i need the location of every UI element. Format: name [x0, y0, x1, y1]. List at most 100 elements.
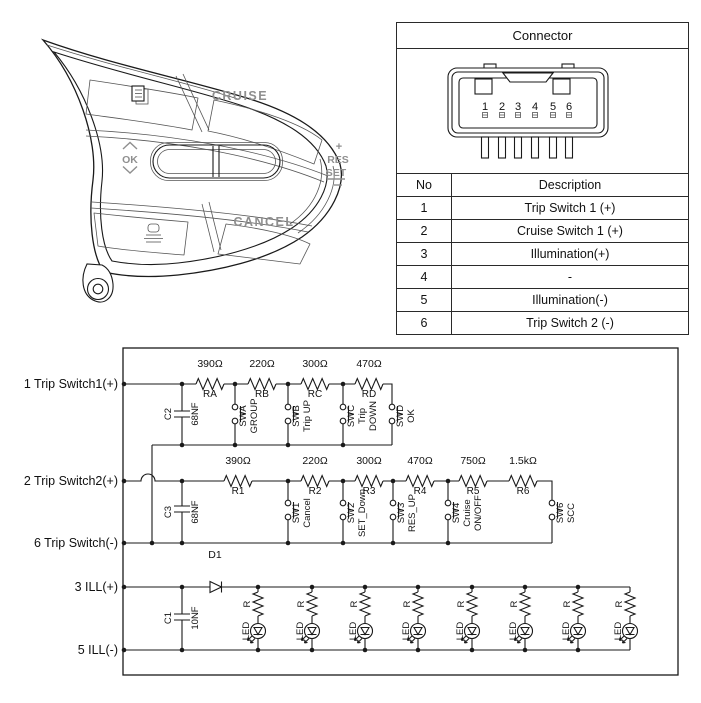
svg-text:220Ω: 220Ω	[249, 358, 275, 370]
svg-text:LED: LED	[561, 622, 572, 641]
svg-text:R: R	[402, 600, 413, 607]
divider-bottom	[201, 201, 222, 253]
svg-text:SWB: SWB	[291, 405, 302, 427]
pin-number: 5	[550, 101, 556, 113]
band-separators	[85, 129, 329, 233]
svg-text:1.5kΩ: 1.5kΩ	[509, 455, 537, 467]
svg-text:SW6: SW6	[555, 503, 566, 524]
svg-text:C2: C2	[163, 408, 174, 420]
pin-number: 4	[532, 101, 538, 113]
svg-text:LED: LED	[401, 622, 412, 641]
svg-text:OK: OK	[406, 408, 417, 422]
svg-text:SET_Down: SET_Down	[357, 489, 368, 537]
svg-text:R4: R4	[414, 486, 427, 497]
svg-text:R: R	[456, 600, 467, 607]
svg-text:DOWN: DOWN	[368, 401, 379, 431]
net-label-ill-neg: 5 ILL(-)	[78, 643, 118, 657]
svg-text:390Ω: 390Ω	[197, 358, 223, 370]
svg-text:Cancel: Cancel	[302, 498, 313, 528]
table-row-desc: Trip Switch 1 (+)	[452, 197, 688, 220]
svg-text:LED: LED	[613, 622, 624, 641]
svg-text:LED: LED	[508, 622, 519, 641]
table-row-no: 5	[397, 289, 452, 312]
pin-number: 1	[482, 101, 488, 113]
svg-text:RC: RC	[308, 389, 322, 400]
menu-icon	[131, 85, 149, 105]
pin-numbers: 1 2 3 4 5 6	[482, 101, 572, 113]
row2-wiring	[121, 473, 563, 546]
diode-label: D1	[208, 549, 222, 561]
res-label: RES	[327, 154, 349, 166]
capacitor-c1	[174, 613, 190, 621]
table-row-desc: Trip Switch 2 (-)	[526, 316, 614, 330]
svg-text:Trip: Trip	[357, 408, 368, 424]
svg-text:R: R	[296, 600, 307, 607]
svg-text:R1: R1	[232, 486, 245, 497]
svg-text:750Ω: 750Ω	[460, 455, 486, 467]
connector-housing	[447, 63, 609, 138]
svg-text:C1: C1	[163, 612, 174, 624]
menu-button[interactable]	[85, 79, 199, 131]
pin-table: No Description 1 Trip Switch 1 (+) 2 Cru…	[397, 174, 688, 334]
svg-text:SWC: SWC	[346, 405, 357, 427]
svg-text:RES_UP: RES_UP	[407, 494, 418, 532]
svg-text:390Ω: 390Ω	[225, 455, 251, 467]
pin-number: 6	[566, 101, 572, 113]
pin-holes	[482, 112, 572, 118]
wing-outline	[40, 38, 342, 278]
divider-top	[175, 73, 210, 133]
svg-text:LED: LED	[455, 622, 466, 641]
ok-label: OK	[122, 154, 138, 166]
col-header-no: No	[397, 174, 452, 197]
diode-d1	[209, 580, 223, 594]
circuit-box	[122, 347, 679, 676]
svg-text:68NF: 68NF	[190, 500, 201, 523]
svg-text:R: R	[349, 600, 360, 607]
svg-text:R6: R6	[517, 486, 530, 497]
svg-text:220Ω: 220Ω	[302, 455, 328, 467]
table-row-no: 1	[397, 197, 452, 220]
svg-text:LED: LED	[241, 622, 252, 641]
connector-panel: Connector 1 2 3 4 5 6	[396, 22, 689, 335]
svg-text:SW3: SW3	[396, 503, 407, 524]
svg-text:GROUP: GROUP	[249, 399, 260, 434]
connector-title: Connector	[397, 23, 688, 49]
row2-labels: 390Ω 220Ω 300Ω 470Ω 750Ω 1.5kΩ R1 R2 R3 …	[163, 455, 577, 561]
svg-text:300Ω: 300Ω	[302, 358, 328, 370]
svg-text:RD: RD	[362, 389, 376, 400]
table-row-no: 6	[397, 312, 452, 334]
steering-remote-illustration: CRUISE OK + RES SET CANCEL	[40, 38, 349, 303]
net-label-trip-switch-neg: 6 Trip Switch(-)	[34, 536, 118, 550]
svg-text:300Ω: 300Ω	[356, 455, 382, 467]
cruise-label: CRUISE	[212, 89, 268, 103]
svg-text:10NF: 10NF	[190, 606, 201, 629]
net-label-trip-switch2: 2 Trip Switch2(+)	[24, 474, 118, 488]
svg-text:Trip UP: Trip UP	[302, 400, 313, 432]
svg-text:R2: R2	[309, 486, 322, 497]
cancel-button[interactable]: CANCEL	[217, 215, 311, 265]
table-row-desc: Cruise Switch 1 (+)	[452, 220, 688, 243]
svg-text:LED: LED	[295, 622, 306, 641]
col-header-description: Description	[452, 174, 688, 197]
rocker-switch[interactable]	[150, 142, 283, 181]
net-label-ill-pos: 3 ILL(+)	[75, 580, 118, 594]
circuit-schematic: 1 Trip Switch1(+) 2 Trip Switch2(+) 6 Tr…	[24, 347, 679, 676]
svg-text:R: R	[562, 600, 573, 607]
cancel-label: CANCEL	[233, 215, 294, 229]
svg-text:SW2: SW2	[346, 503, 357, 524]
svg-text:470Ω: 470Ω	[407, 455, 433, 467]
voice-button[interactable]	[93, 212, 189, 256]
svg-text:R: R	[509, 600, 520, 607]
ok-control[interactable]: OK	[122, 141, 138, 174]
cruise-button[interactable]: CRUISE	[207, 89, 323, 165]
capacitor-c2	[174, 410, 190, 418]
svg-text:C3: C3	[163, 506, 174, 518]
row1-wiring	[121, 377, 403, 543]
svg-text:R3: R3	[363, 486, 376, 497]
table-row-no: 2	[397, 220, 452, 243]
pin-number: 2	[499, 101, 505, 113]
svg-text:LED: LED	[348, 622, 359, 641]
plus-label: +	[336, 141, 342, 153]
row1-labels: 390Ω 220Ω 300Ω 470Ω RA RB RC RD C2 68NF …	[163, 358, 417, 433]
